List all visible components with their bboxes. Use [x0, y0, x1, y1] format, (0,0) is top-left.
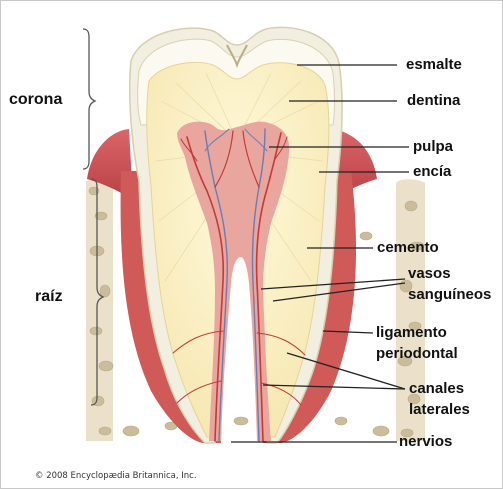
label-encia: encía — [413, 162, 451, 181]
corona-bracket — [83, 29, 95, 169]
label-dentina: dentina — [407, 91, 460, 110]
label-pulpa: pulpa — [413, 137, 453, 156]
label-esmalte: esmalte — [406, 55, 462, 74]
label-vasos-1: vasos — [408, 264, 451, 283]
label-raiz: raíz — [35, 287, 63, 306]
label-nervios: nervios — [399, 432, 452, 451]
label-canales-1: canales — [409, 379, 464, 398]
copyright-text: © 2008 Encyclopædia Britannica, Inc. — [35, 471, 197, 481]
label-ligamento-1: ligamento — [376, 323, 447, 342]
label-canales-2: laterales — [409, 400, 470, 419]
label-ligamento-2: periodontal — [376, 344, 458, 363]
label-vasos-2: sanguíneos — [408, 285, 491, 304]
label-corona: corona — [9, 90, 62, 109]
label-cemento: cemento — [377, 238, 439, 257]
